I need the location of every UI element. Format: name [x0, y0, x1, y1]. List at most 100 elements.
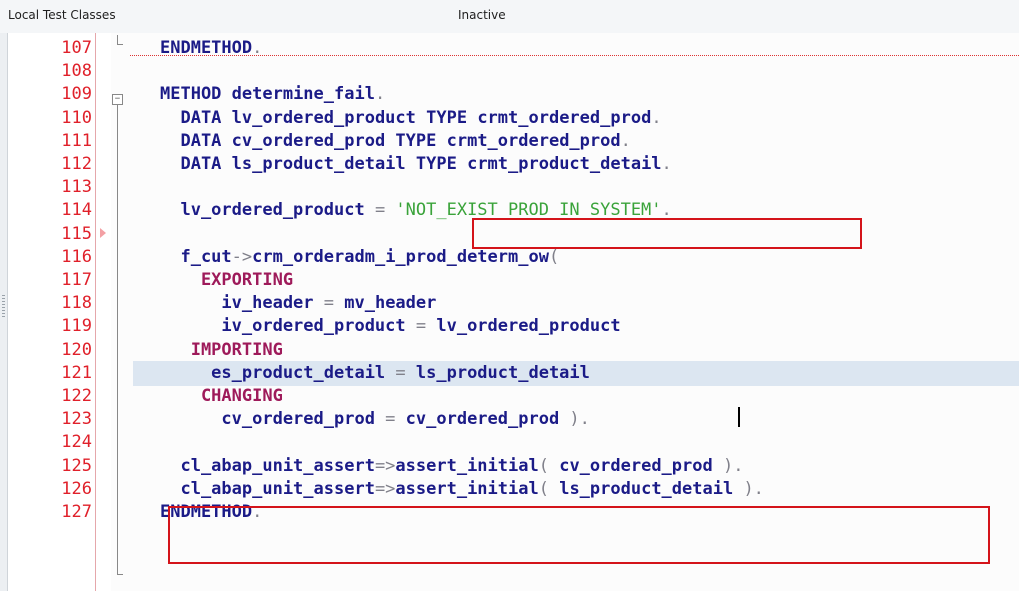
code-text: DATA cv_ordered_prod TYPE crmt_ordered_p…: [160, 130, 630, 153]
code-token: TYPE: [415, 154, 468, 174]
code-token: iv_header: [160, 293, 324, 314]
code-token: crmt_ordered_prod: [477, 107, 652, 128]
code-line[interactable]: 122 CHANGING: [0, 385, 1019, 408]
code-text: f_cut->crm_orderadm_i_prod_determ_ow(: [160, 246, 559, 269]
code-line[interactable]: 123 cv_ordered_prod = cv_ordered_prod ).: [0, 408, 1019, 431]
code-token: =: [374, 200, 396, 221]
line-number: 122: [61, 386, 92, 406]
code-line[interactable]: 120 IMPORTING: [0, 339, 1019, 362]
line-number: 124: [61, 432, 92, 453]
code-text: EXPORTING: [160, 269, 293, 292]
line-number: 121: [61, 362, 92, 383]
code-text: iv_ordered_product = lv_ordered_product: [160, 315, 621, 338]
code-token: =: [385, 409, 406, 430]
code-text: IMPORTING: [160, 339, 283, 362]
code-text: ENDMETHOD.: [160, 37, 262, 60]
code-line[interactable]: 117 EXPORTING: [0, 269, 1019, 292]
current-line-highlight: [133, 360, 1019, 386]
code-text: METHOD determine_fail.: [160, 83, 385, 106]
gutter-divider: [95, 33, 96, 591]
code-token: crm_orderadm_i_prod_determ_ow: [252, 246, 549, 267]
code-token: ->: [231, 246, 253, 267]
code-token: CHANGING: [160, 386, 283, 406]
code-token: ls_product_detail: [559, 478, 744, 499]
code-text: cv_ordered_prod = cv_ordered_prod ).: [160, 408, 590, 431]
code-token: cv_ordered_prod: [405, 409, 570, 430]
fold-end-tick: [117, 574, 123, 575]
code-token: (: [548, 246, 560, 267]
code-token: .: [252, 502, 263, 522]
code-line[interactable]: 116 f_cut->crm_orderadm_i_prod_determ_ow…: [0, 246, 1019, 269]
code-line[interactable]: 121 es_product_detail = ls_product_detai…: [0, 362, 1019, 385]
line-number: 111: [61, 130, 92, 151]
code-token: assert_initial: [395, 478, 539, 499]
code-token: crmt_ordered_prod: [446, 130, 621, 151]
breakpoint-marker-icon[interactable]: [100, 228, 106, 238]
code-token: mv_header: [344, 293, 437, 314]
code-token: DATA: [160, 107, 232, 128]
code-token: (: [538, 478, 560, 499]
code-token: assert_initial: [395, 455, 539, 476]
code-token: DATA: [160, 154, 232, 174]
code-token: lv_ordered_product: [160, 200, 375, 221]
code-token: iv_ordered_product: [160, 316, 416, 337]
method-separator: [130, 55, 1019, 56]
code-token: .: [661, 200, 672, 221]
code-text: DATA lv_ordered_product TYPE crmt_ordere…: [160, 107, 661, 130]
code-line[interactable]: 115: [0, 223, 1019, 246]
code-token: f_cut: [160, 246, 232, 267]
code-line[interactable]: 124: [0, 431, 1019, 454]
fold-end-tick: [117, 44, 123, 45]
fold-collapse-icon[interactable]: −: [112, 94, 123, 105]
code-token: lv_ordered_product: [436, 316, 621, 337]
status-label: Inactive: [458, 8, 506, 22]
line-number: 126: [61, 478, 92, 499]
fold-line: [117, 105, 118, 575]
code-token: =: [323, 293, 345, 314]
text-cursor: [738, 407, 740, 427]
code-token: ls_product_detail: [231, 154, 416, 174]
line-number: 108: [61, 61, 92, 82]
code-token: (: [538, 455, 560, 476]
code-token: .: [252, 38, 263, 58]
code-token: METHOD: [160, 84, 232, 105]
code-text: cl_abap_unit_assert=>assert_initial( cv_…: [160, 455, 743, 478]
line-number: 110: [61, 107, 92, 128]
code-line[interactable]: 111 DATA cv_ordered_prod TYPE crmt_order…: [0, 130, 1019, 153]
line-number: 118: [61, 293, 92, 314]
code-token: cl_abap_unit_assert: [160, 455, 375, 476]
code-line[interactable]: 110 DATA lv_ordered_product TYPE crmt_or…: [0, 107, 1019, 130]
line-number: 123: [61, 409, 92, 430]
code-token: =>: [374, 478, 396, 499]
code-line[interactable]: 114 lv_ordered_product = 'NOT_EXIST_PROD…: [0, 199, 1019, 222]
code-token: .: [374, 84, 386, 105]
editor-header: Local Test Classes Inactive: [0, 0, 1019, 34]
line-number: 119: [61, 316, 92, 337]
code-token: .: [661, 154, 672, 174]
line-number: 115: [61, 223, 92, 244]
line-number: 125: [61, 455, 92, 476]
code-token: cv_ordered_prod: [231, 130, 396, 151]
code-text: lv_ordered_product = 'NOT_EXIST_PROD_IN_…: [160, 199, 672, 222]
code-token: lv_ordered_product: [231, 107, 427, 128]
splitter-grip-icon[interactable]: [2, 295, 5, 319]
line-number: 117: [61, 270, 92, 290]
line-number: 113: [61, 177, 92, 198]
code-line[interactable]: 118 iv_header = mv_header: [0, 292, 1019, 315]
code-line[interactable]: 112 DATA ls_product_detail TYPE crmt_pro…: [0, 153, 1019, 176]
line-number: 127: [61, 502, 92, 522]
code-line[interactable]: 119 iv_ordered_product = lv_ordered_prod…: [0, 315, 1019, 338]
code-token: es_product_detail: [160, 362, 396, 383]
code-token: ls_product_detail: [415, 362, 590, 383]
highlight-box-string: [472, 218, 862, 249]
code-token: IMPORTING: [160, 339, 283, 360]
code-token: crmt_product_detail: [467, 154, 662, 174]
code-line[interactable]: 113: [0, 176, 1019, 199]
code-line[interactable]: 125 cl_abap_unit_assert=>assert_initial(…: [0, 455, 1019, 478]
code-text: cl_abap_unit_assert=>assert_initial( ls_…: [160, 478, 763, 501]
code-line[interactable]: 108: [0, 60, 1019, 83]
code-line[interactable]: 126 cl_abap_unit_assert=>assert_initial(…: [0, 478, 1019, 501]
